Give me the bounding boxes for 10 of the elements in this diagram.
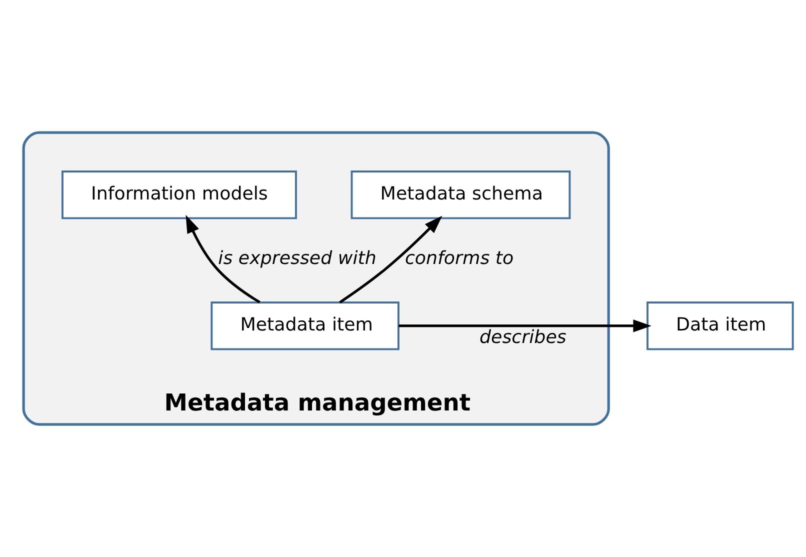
- arrow: [398, 319, 652, 332]
- arrow: [339, 216, 442, 304]
- edge-label: describes: [480, 326, 566, 348]
- edge-label: conforms to: [404, 248, 514, 269]
- node-box: Metadata item: [210, 302, 400, 350]
- arrow: [186, 214, 260, 304]
- node-box: Information models: [62, 170, 297, 220]
- edge-label: is expressed with: [218, 248, 376, 269]
- node-box: Metadata schema: [350, 170, 571, 220]
- node-box: Data item: [646, 302, 794, 350]
